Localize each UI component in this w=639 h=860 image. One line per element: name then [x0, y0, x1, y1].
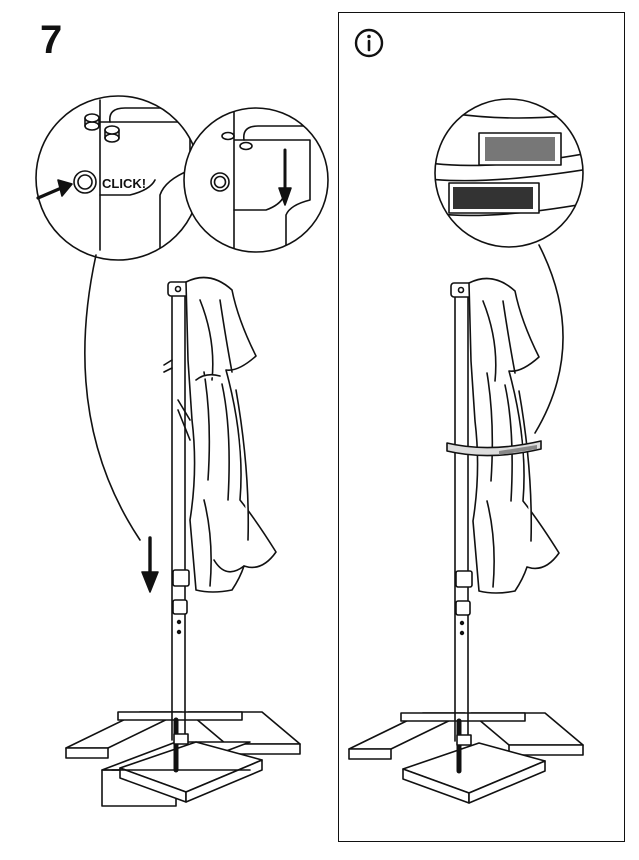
umbrella-pole	[163, 281, 191, 745]
detail-circle-push-down	[183, 107, 329, 253]
umbrella-pole	[450, 282, 473, 746]
umbrella-base	[65, 711, 301, 807]
info-panel	[338, 12, 625, 842]
info-icon	[354, 28, 384, 58]
umbrella-base	[348, 712, 584, 804]
info-illustration	[348, 28, 584, 804]
callout-tail	[84, 254, 141, 541]
folded-canopy	[185, 276, 277, 593]
callout-tail-right	[534, 244, 564, 434]
step-number: 7	[40, 18, 63, 62]
down-arrow-icon	[141, 536, 159, 593]
click-label: CLICK!	[102, 176, 146, 191]
velcro-strap	[446, 440, 542, 457]
assembly-illustration: CLICK!	[35, 95, 329, 807]
detail-circle-velcro-strap	[434, 98, 584, 248]
folded-canopy	[468, 277, 560, 594]
detail-circle-click	[35, 95, 201, 261]
assembly-step-panel: CLICK!	[35, 95, 329, 807]
